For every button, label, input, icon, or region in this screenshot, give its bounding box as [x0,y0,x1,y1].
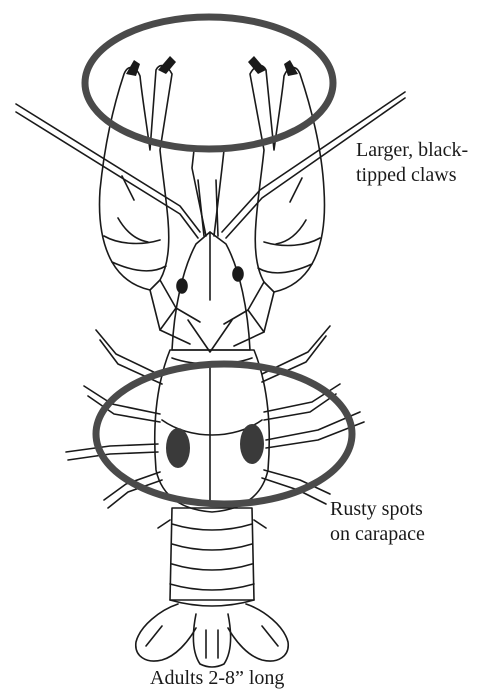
claws-callout-line-1: Larger, black- [356,138,496,163]
size-caption-text: Adults 2-8” long [150,666,370,691]
antennae [16,92,405,238]
carapace-callout-line-1: Rusty spots [330,497,480,522]
carapace-callout: Rusty spots on carapace [330,497,480,547]
claws-callout-line-2: tipped claws [356,163,496,188]
right-claw-tips [248,56,298,76]
carapace-callout-line-2: on carapace [330,522,480,547]
claw-highlight-ring [85,17,333,149]
right-claw [224,66,325,346]
walking-legs-left [66,330,162,508]
rusty-spots [166,424,264,468]
claws-callout: Larger, black- tipped claws [356,138,496,188]
left-claw [100,66,201,344]
head [172,232,250,352]
size-caption: Adults 2-8” long [150,666,370,691]
left-claw-tips [126,56,176,76]
abdomen [158,508,266,606]
tail-fan [136,604,288,667]
